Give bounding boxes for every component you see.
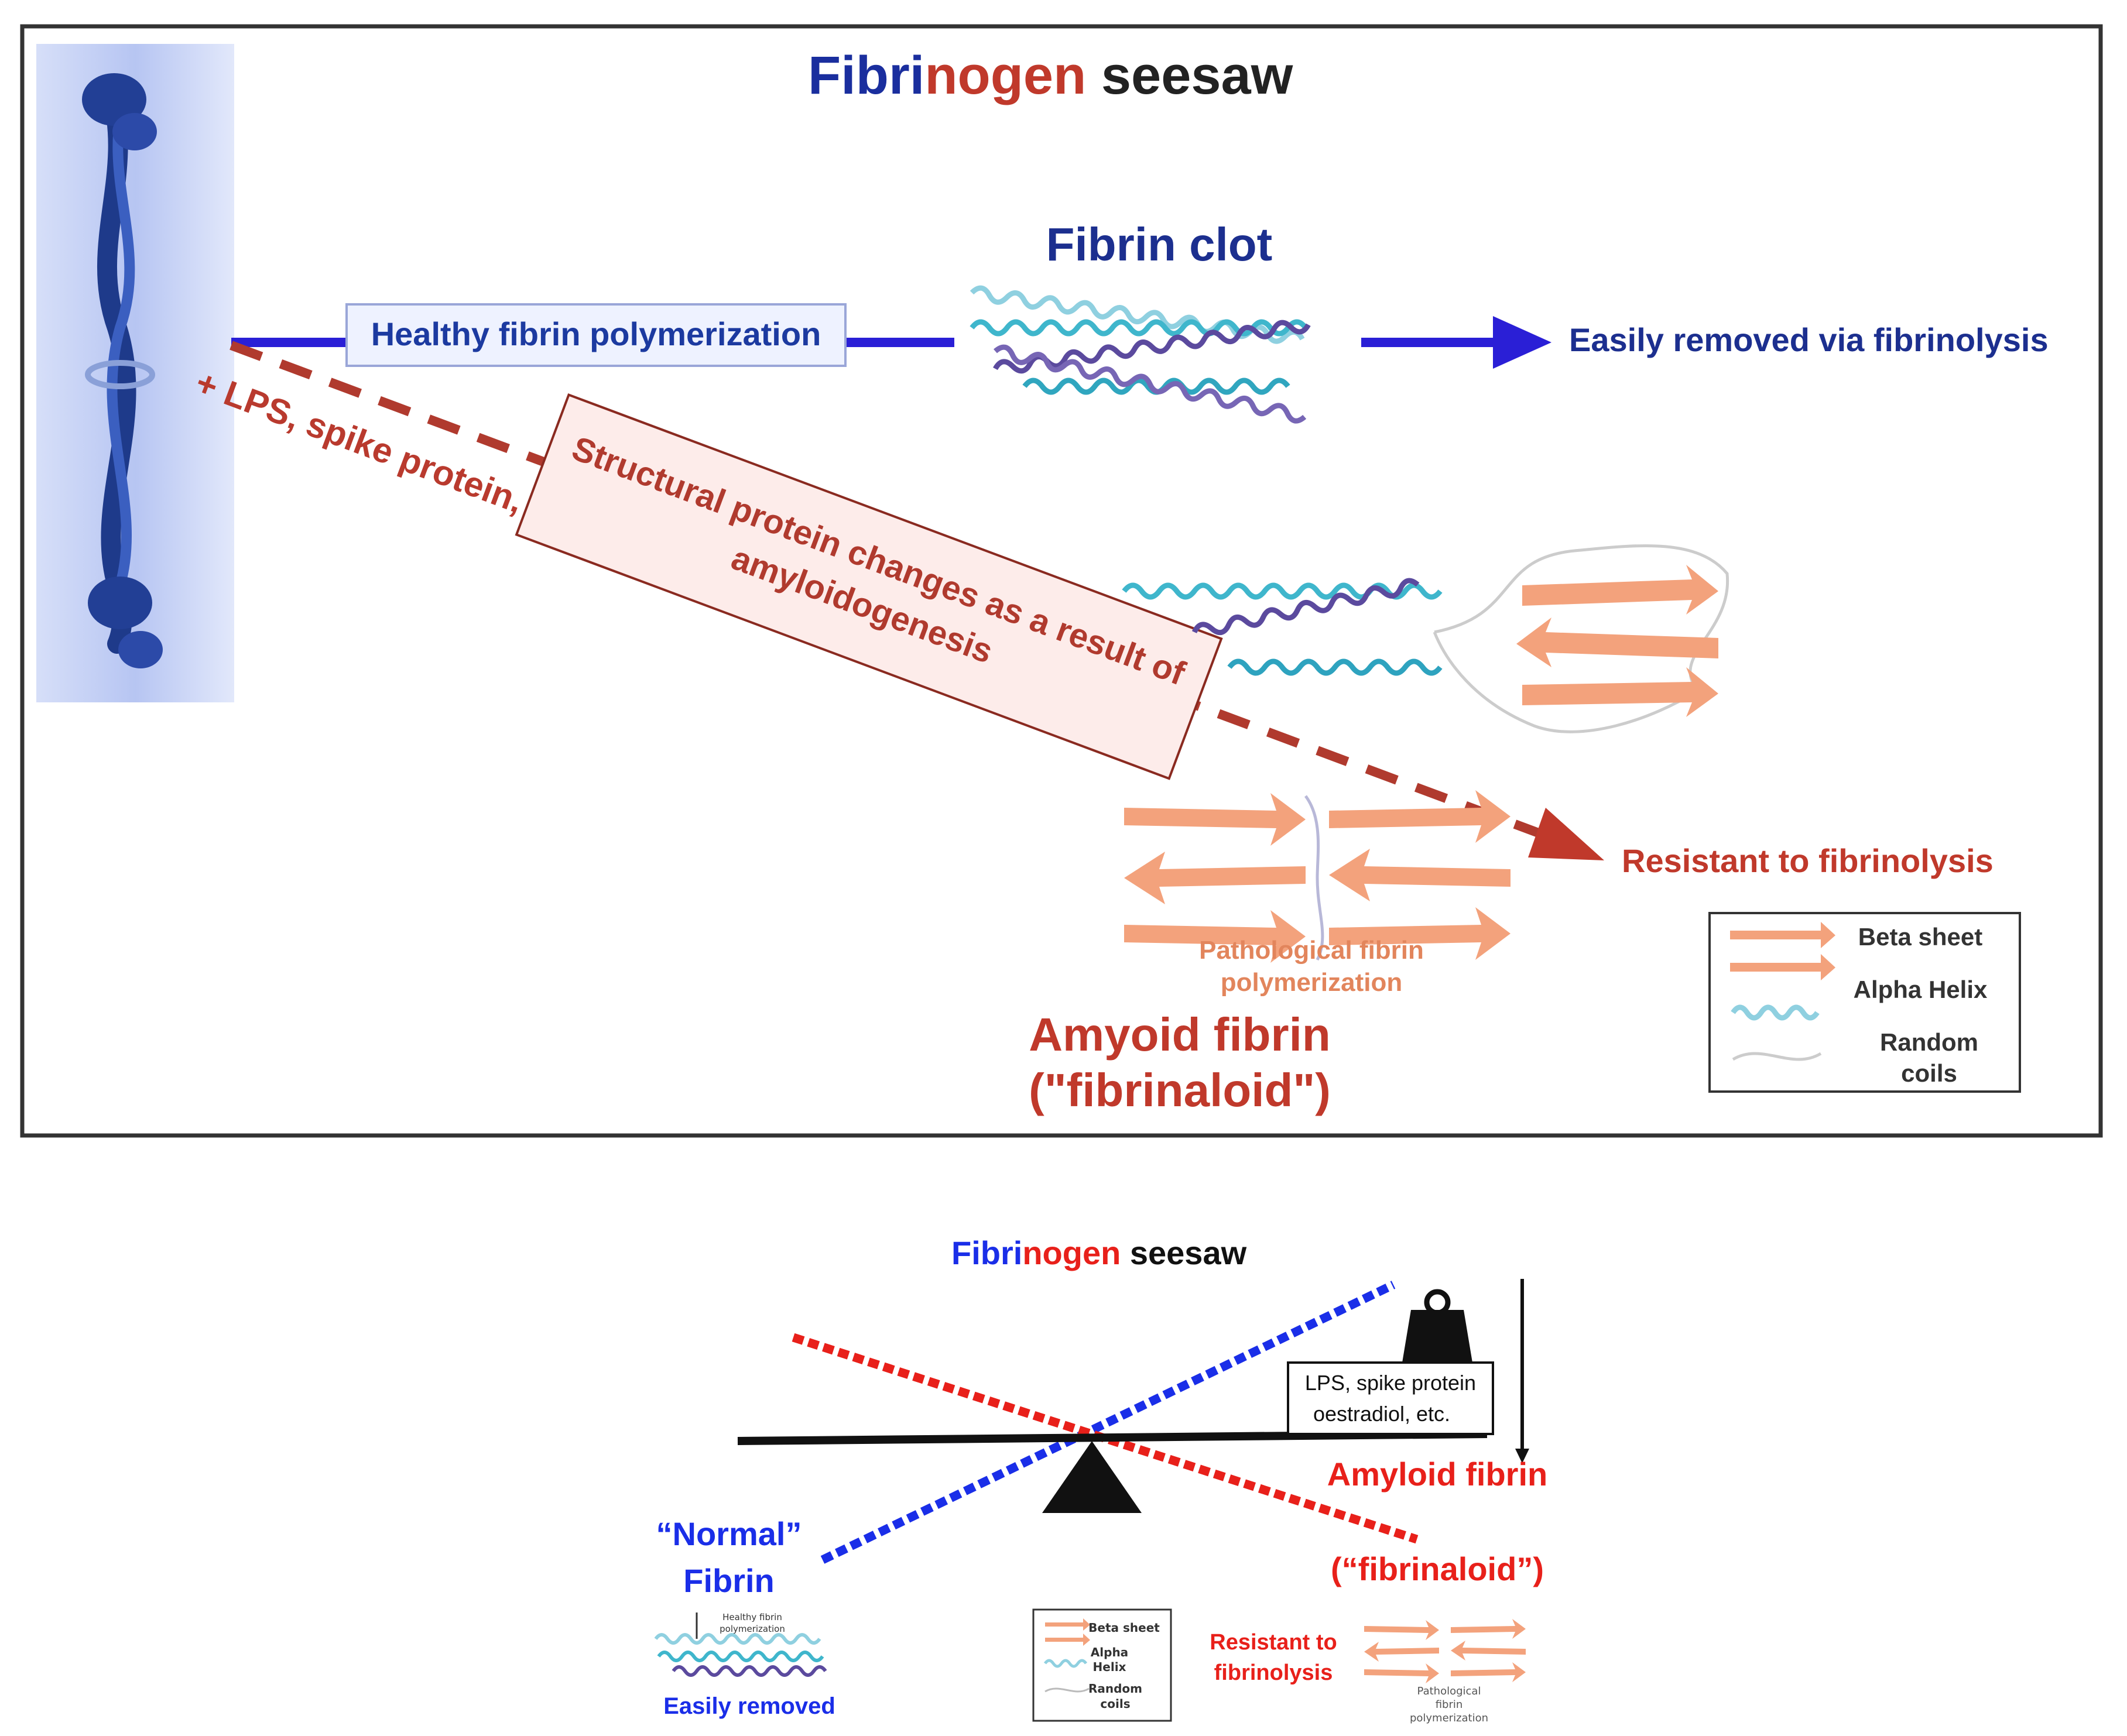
legend-alpha-label: Alpha Helix (1854, 976, 1988, 1003)
bottom-legend-alpha-2: Helix (1093, 1660, 1126, 1674)
beta-sheets-upper (1516, 565, 1718, 717)
weight-icon (1402, 1289, 1472, 1363)
pathological-label-line-1: Pathological fibrin (1199, 936, 1424, 965)
pathological-arrow-head (1528, 808, 1604, 860)
small-pathological-line-2: fibrin (1436, 1699, 1463, 1711)
seesaw-fulcrum (1042, 1441, 1142, 1513)
small-healthy-fibrin (654, 1633, 827, 1677)
healthy-label: Healthy fibrin polymerization (371, 315, 821, 352)
down-arrow-head (1515, 1449, 1529, 1463)
bottom-amyloid-fibrin: Amyloid fibrin (1327, 1456, 1547, 1493)
bottom-legend-random-2: coils (1100, 1697, 1130, 1711)
easily-removed-label: Easily removed via fibrinolysis (1569, 321, 2049, 358)
healthy-label-box (345, 303, 847, 367)
fibrin-clot-label: Fibrin clot (1046, 218, 1273, 270)
pathological-pathway-line (230, 341, 1583, 853)
small-pathological-line-3: polymerization (1410, 1712, 1488, 1724)
bottom-resistant-line-1: Resistant to (1210, 1630, 1337, 1655)
bottom-legend-alpha-1: Alpha (1091, 1645, 1128, 1659)
normal-fibrin-dashed-line (820, 1281, 1396, 1564)
bottom-fibrinaloid: (“fibrinaloid”) (1331, 1550, 1544, 1587)
bottom-legend: Beta sheet Alpha Helix Random coils (1032, 1608, 1172, 1722)
legend-beta-icon (1730, 922, 1835, 948)
legend-random-icon (1732, 1052, 1822, 1061)
small-healthy-line-2: polymerization (720, 1624, 785, 1634)
bottom-resistant-line-2: fibrinolysis (1214, 1660, 1333, 1685)
fibrin-clot-helices (970, 285, 1311, 424)
fibrinogen-molecule-icon (36, 44, 234, 702)
bottom-legend-random-icon (1044, 1687, 1090, 1693)
small-healthy-line-1: Healthy fibrin (722, 1612, 782, 1622)
top-legend: Beta sheet Alpha Helix Random coils (1708, 912, 2021, 1093)
weight-label-line-2: oestradiol, etc. (1313, 1402, 1450, 1426)
normal-fibrin-line-1: “Normal” (656, 1515, 802, 1552)
resistant-label: Resistant to fibrinolysis (1622, 842, 1994, 879)
normal-fibrin-line-2: Fibrin (683, 1562, 775, 1599)
amyloid-fibrin-line-1: Amyoid fibrin (1029, 1008, 1331, 1061)
pathological-label-line-2: polymerization (1221, 968, 1403, 997)
top-title: Fibrinogen seesaw (808, 46, 1293, 105)
weight-label-box (1287, 1361, 1494, 1435)
easily-removed-small: Easily removed (663, 1693, 835, 1719)
legend-beta-label: Beta sheet (1858, 923, 1982, 951)
bottom-title: Fibrinogen seesaw (951, 1234, 1247, 1271)
amyloid-transition-structure (1122, 544, 1729, 733)
weight-label-line-1: LPS, spike protein (1305, 1371, 1476, 1395)
small-pathological-fibrin (1364, 1619, 1526, 1683)
pathological-fibrin-structure (1124, 790, 1511, 963)
bottom-legend-random-1: Random (1088, 1682, 1142, 1696)
legend-random-line-1: Random (1880, 1028, 1978, 1056)
bottom-legend-beta-icon (1045, 1618, 1090, 1631)
bottom-legend-alpha-icon (1043, 1659, 1088, 1668)
small-pathological-line-1: Pathological (1417, 1685, 1481, 1697)
legend-alpha-icon (1731, 1004, 1820, 1021)
amyloid-fibrin-dashed-line (792, 1333, 1419, 1544)
legend-random-line-2: coils (1901, 1059, 1957, 1087)
amyloid-fibrin-line-2: ("fibrinaloid") (1029, 1064, 1331, 1116)
fibrinolysis-arrow-head (1493, 316, 1551, 369)
bottom-legend-beta: Beta sheet (1088, 1621, 1160, 1635)
